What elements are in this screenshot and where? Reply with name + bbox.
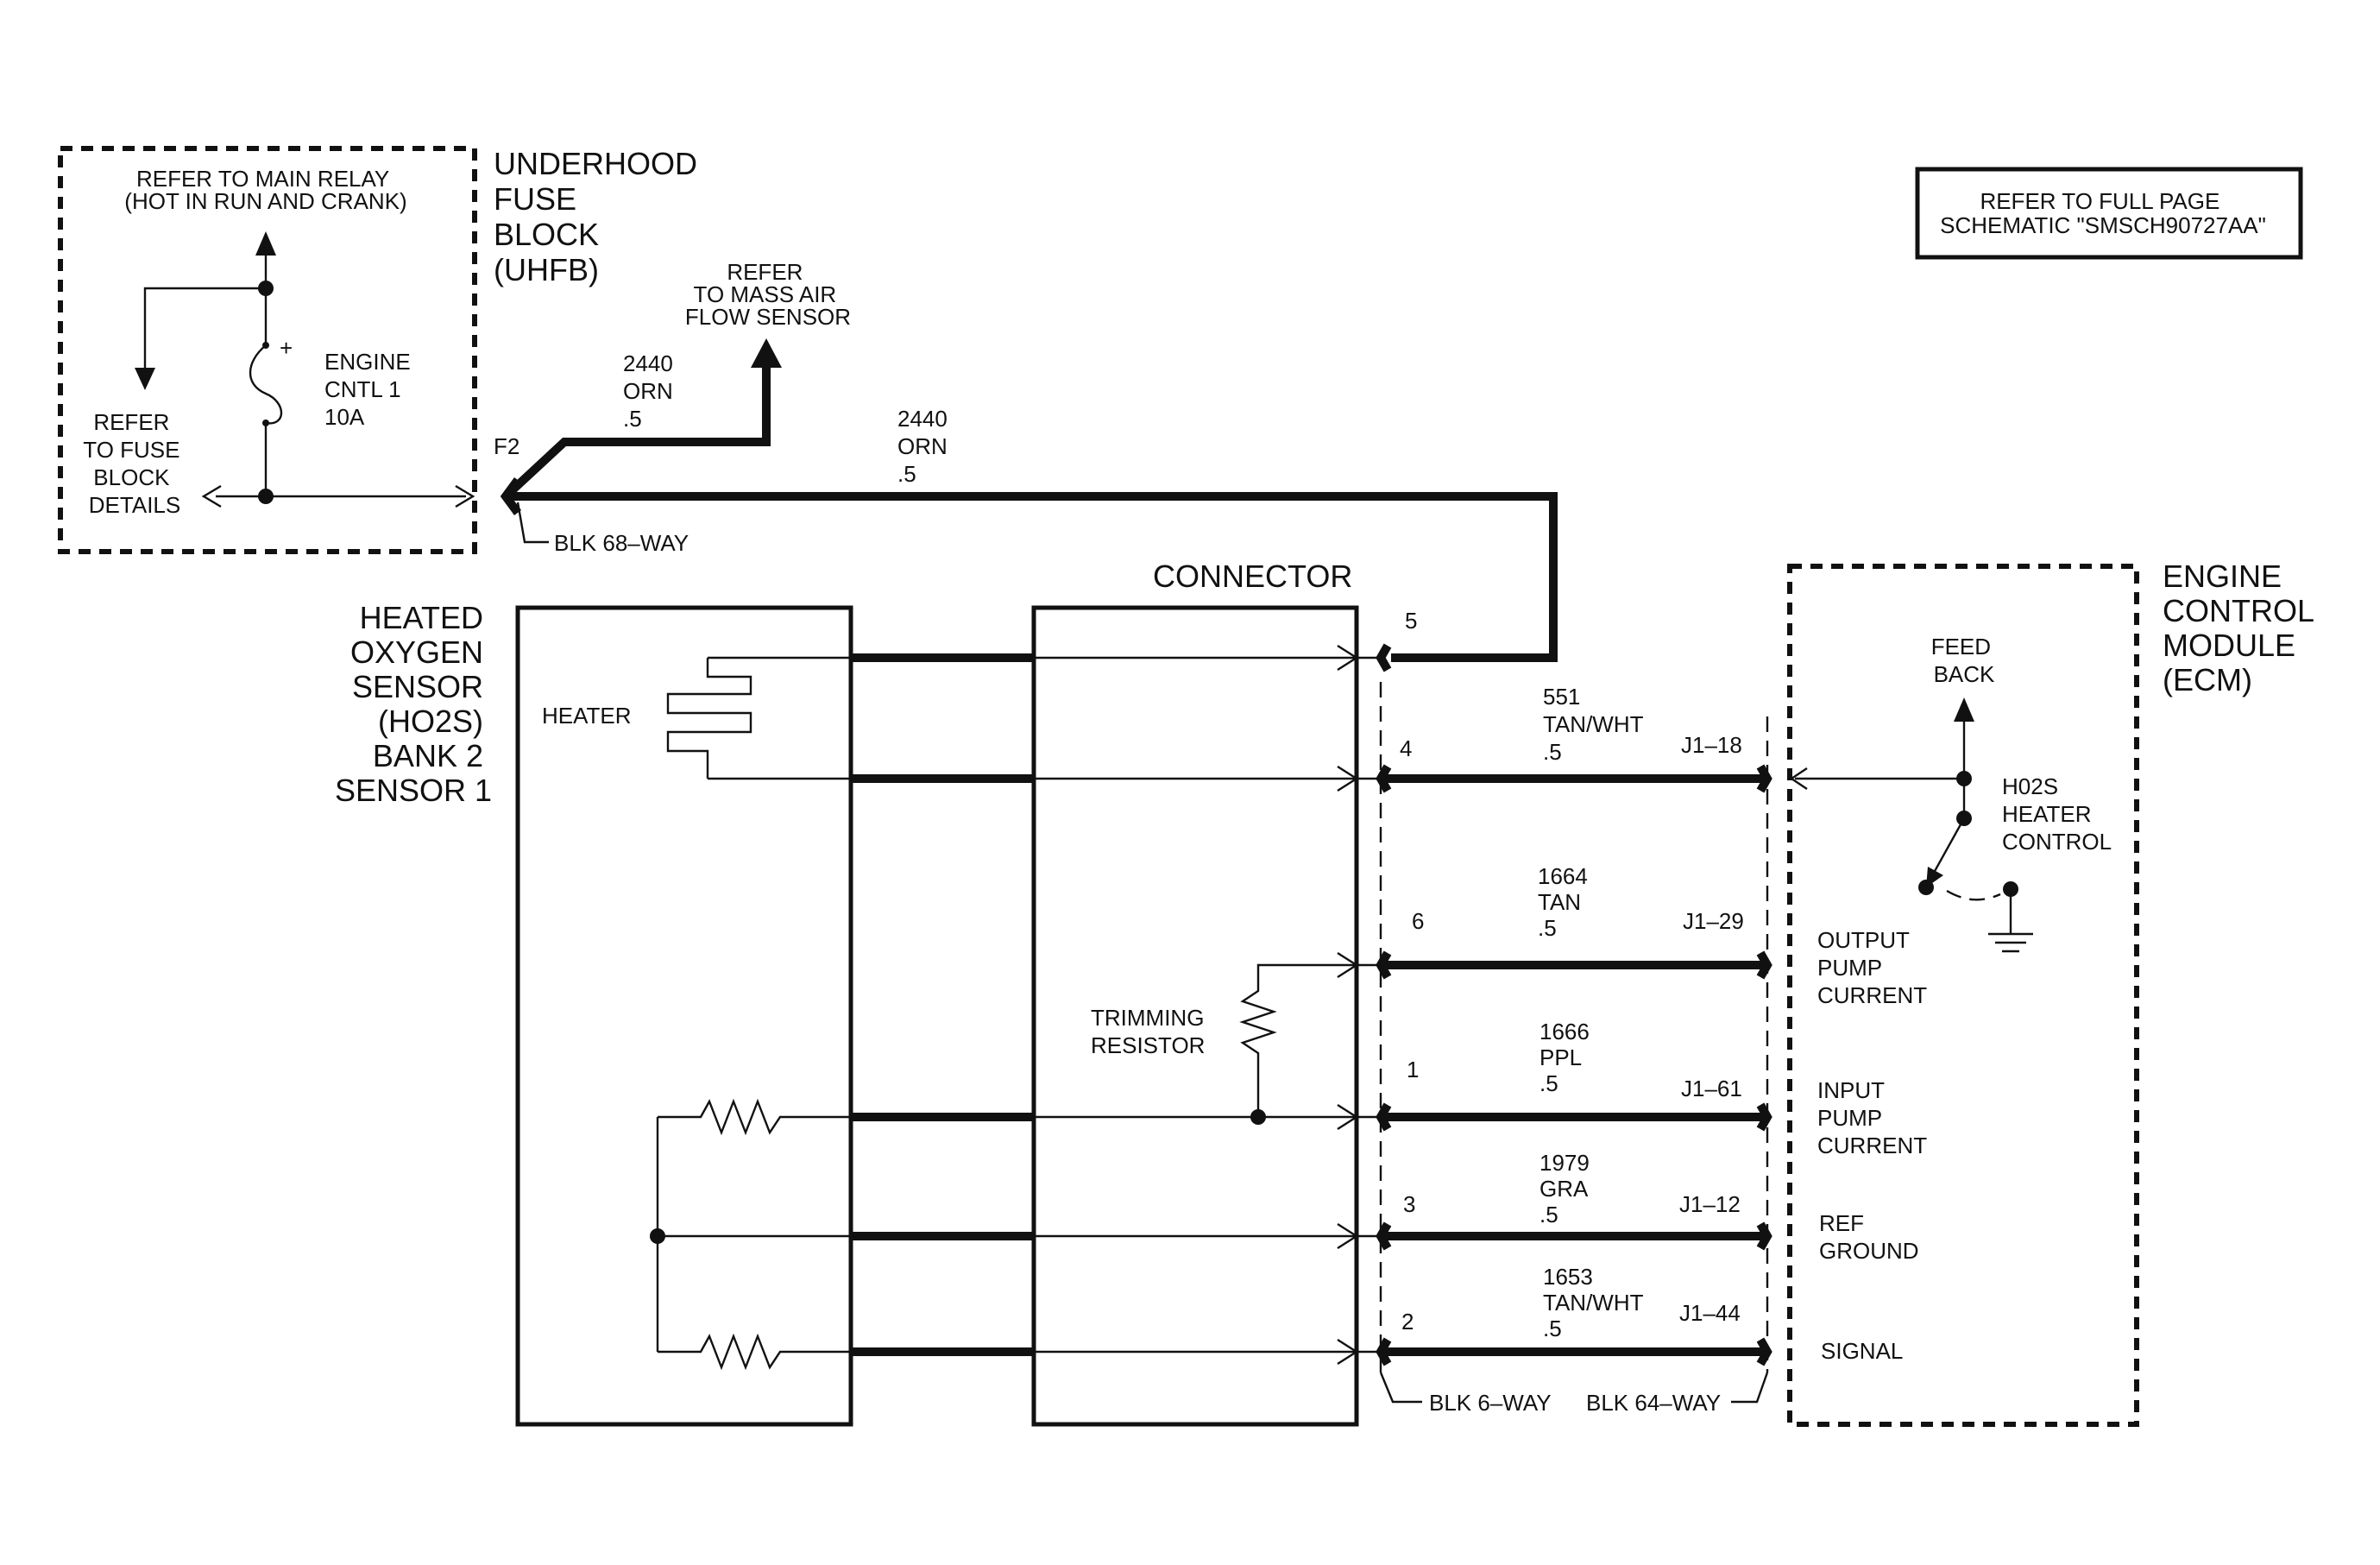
fuse-icon <box>249 288 282 496</box>
maf-note: REFER TO MASS AIR FLOW SENSOR <box>685 259 851 330</box>
ecm-pin-label: J1–12 <box>1679 1191 1741 1217</box>
pin-chevron-icon <box>1376 643 1392 672</box>
connector-label-64way: BLK 64–WAY <box>1586 1390 1721 1416</box>
trimming-resistor-label: TRIMMING RESISTOR <box>1091 1005 1211 1058</box>
ecm-outline <box>1787 564 2139 1427</box>
maf-arrow-icon <box>751 338 782 368</box>
sensor-title: HEATED OXYGEN SENSOR (HO2S) BANK 2 SENSO… <box>335 600 492 808</box>
inline-connector: CONNECTOR TRIMMING RESISTOR <box>851 558 1381 1427</box>
ecm: ENGINE CONTROL MODULE (ECM) FEED BACK <box>1787 558 2322 1427</box>
ecm-pin-label: J1–29 <box>1683 908 1744 934</box>
feedback-label: FEED BACK <box>1931 634 1998 687</box>
wire-label: 1664 TAN .5 <box>1538 863 1594 941</box>
fuse-polarity: + <box>280 335 293 361</box>
fuse-block-outline <box>58 146 477 554</box>
pin-number: 5 <box>1405 608 1417 634</box>
feedback-arrow-icon <box>1954 697 1974 722</box>
connector-label-6way: BLK 6–WAY <box>1429 1390 1552 1416</box>
heater-element-icon <box>666 658 752 779</box>
pin-number: 2 <box>1401 1309 1414 1335</box>
fuse-block-connector-label: BLK 68–WAY <box>554 530 689 556</box>
ecm-pin-label: J1–61 <box>1681 1076 1742 1101</box>
ecm-function-label: SIGNAL <box>1821 1338 1903 1364</box>
svg-text:REFER TO FULL PAGE SCHEM: REFER TO FULL PAGE SCHEMATIC "SMSCH90727… <box>1940 188 2266 238</box>
heater-control-switch-icon <box>1918 817 2033 953</box>
main-relay-arrow-icon <box>255 231 276 256</box>
ecm-input-arrow-icon <box>1789 767 1808 790</box>
trimming-resistor-icon <box>1239 963 1381 1117</box>
ecm-function-label: OUTPUT PUMP CURRENT <box>1817 927 1927 1008</box>
ecm-pin-label: J1–44 <box>1679 1300 1741 1326</box>
sensor-resistor-icon <box>658 1333 1381 1371</box>
ecm-pin-label: J1–18 <box>1681 732 1742 758</box>
ho2s-sensor: HEATED OXYGEN SENSOR (HO2S) BANK 2 SENSO… <box>335 600 1381 1427</box>
pin-number: 6 <box>1412 908 1424 934</box>
pin-number: 3 <box>1403 1191 1415 1217</box>
wire-label: 1666 PPL .5 <box>1539 1019 1596 1096</box>
maf-wire-label: 2440 ORN .5 <box>623 350 679 432</box>
heater-label: HEATER <box>542 703 632 729</box>
sensor-resistor-icon <box>658 1098 1381 1136</box>
harness-circuits: 5 4 6 1 3 2 551 TAN/WHT .5 1664 TAN .5 1… <box>1376 608 1772 1416</box>
feed-wire-2440: REFER TO MASS AIR FLOW SENSOR 2440 ORN .… <box>500 259 1558 662</box>
wire-label: 1653 TAN/WHT .5 <box>1543 1264 1649 1341</box>
splice-dot <box>1250 1109 1266 1125</box>
main-wire-label: 2440 ORN .5 <box>897 406 954 487</box>
fuse-block-title: UNDERHOOD FUSE BLOCK (UHFB) <box>494 146 706 287</box>
fuse-details-arrow-icon <box>135 368 155 390</box>
ecm-function-label: INPUT PUMP CURRENT <box>1817 1077 1927 1158</box>
left-arrow-icon <box>201 484 222 508</box>
pin-arrows <box>1337 644 1359 1366</box>
right-arrow-icon <box>455 484 475 508</box>
connector-body <box>1031 605 1359 1427</box>
pin-number: 1 <box>1407 1057 1419 1082</box>
wire-label: 551 TAN/WHT .5 <box>1543 684 1649 765</box>
main-relay-note: REFER TO MAIN RELAY (HOT IN RUN AND CRAN… <box>124 166 406 214</box>
ecm-title: ENGINE CONTROL MODULE (ECM) <box>2163 558 2322 697</box>
full-page-note: REFER TO FULL PAGE SCHEMATIC "SMSCH90727… <box>1915 167 2303 260</box>
fuse-details-note: REFER TO FUSE BLOCK DETAILS <box>83 409 186 518</box>
heater-control-label: H02S HEATER CONTROL <box>2002 773 2112 855</box>
pin-number: 4 <box>1400 735 1412 761</box>
fuse-cavity-label: F2 <box>494 433 519 459</box>
fuse-label: ENGINE CNTL 1 10A <box>324 349 417 430</box>
underhood-fuse-block: UNDERHOOD FUSE BLOCK (UHFB) REFER TO MAI… <box>58 146 706 556</box>
connector-title: CONNECTOR <box>1153 558 1352 594</box>
ecm-function-label: REF GROUND <box>1819 1210 1919 1264</box>
wire-label: 1979 GRA .5 <box>1539 1150 1596 1227</box>
sensor-body <box>515 605 853 1427</box>
